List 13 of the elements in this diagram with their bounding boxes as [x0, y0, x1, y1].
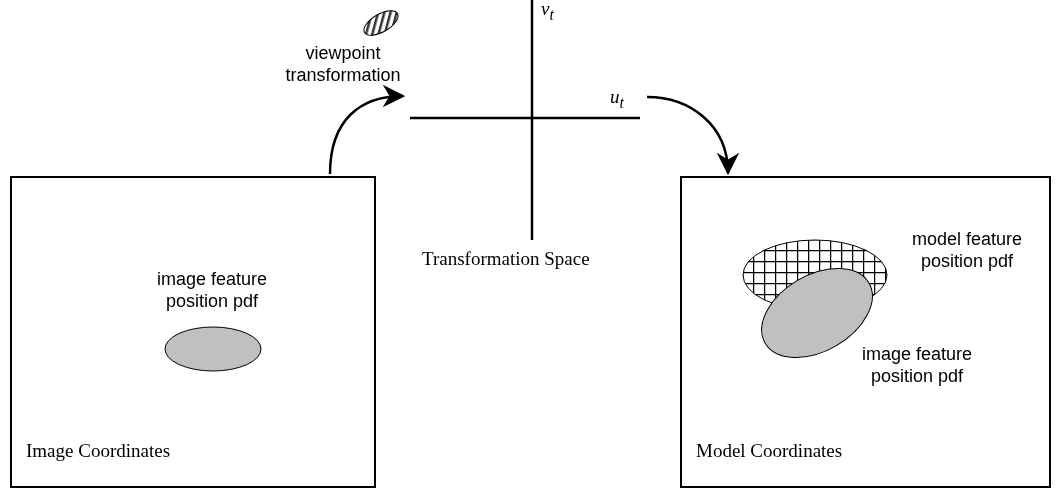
axis-label: v$_{t}$	[541, 0, 554, 24]
transformation-label: viewpoint transformation	[284, 42, 402, 86]
panel-frame	[10, 176, 376, 488]
axis-label: u$_{t}$	[610, 86, 624, 112]
pdf-label: image feature position pdf	[155, 268, 269, 312]
pdf-label: image feature position pdf	[860, 343, 974, 387]
panel-frame	[680, 176, 1051, 488]
panel-title: Image Coordinates	[26, 440, 171, 462]
curved-arrow	[646, 95, 738, 176]
curved-arrow	[328, 85, 406, 175]
pdf-label: model feature position pdf	[910, 228, 1024, 272]
panel-title: Model Coordinates	[696, 440, 843, 462]
space-title: Transformation Space	[422, 248, 590, 270]
